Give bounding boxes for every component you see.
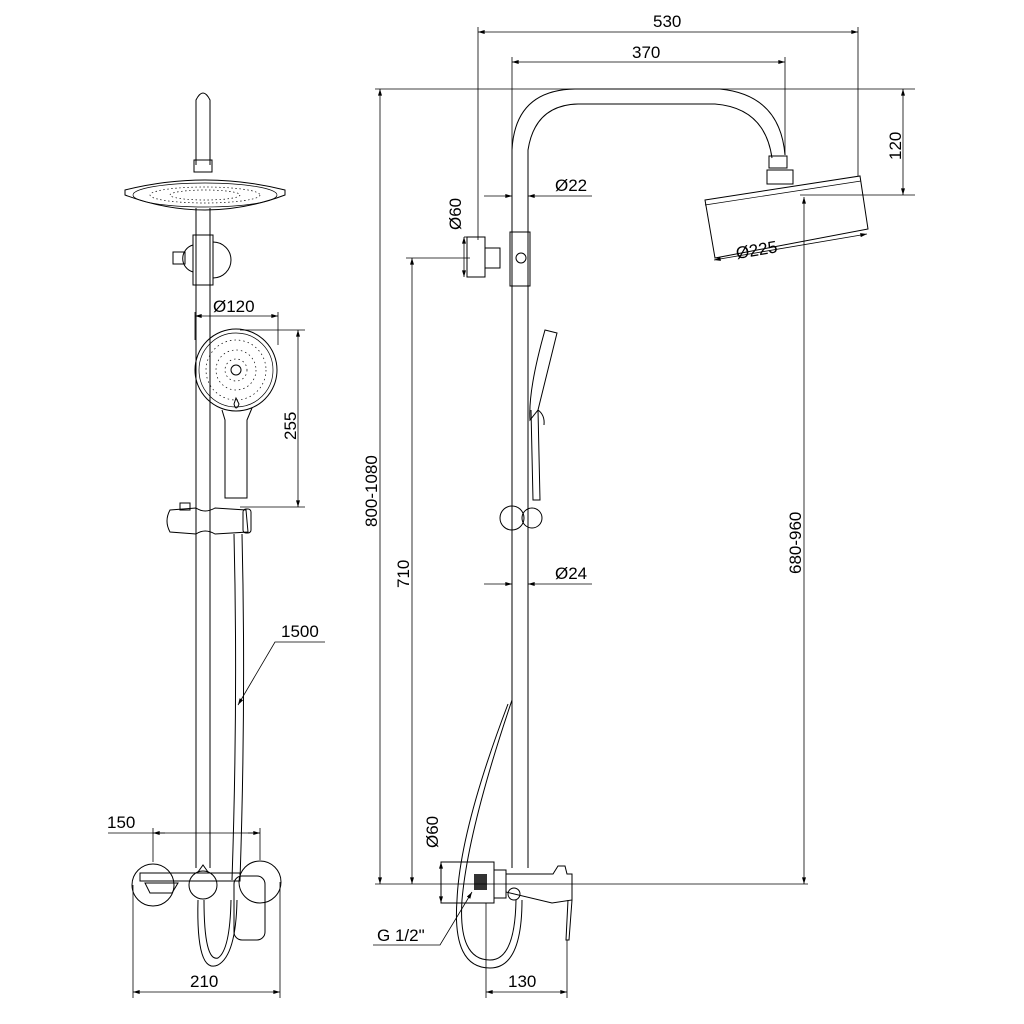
dim-label: 120 xyxy=(886,132,905,160)
dim-label: 800-1080 xyxy=(362,455,381,527)
dim-label: Ø120 xyxy=(213,297,255,316)
dim-mixer-width: 210 xyxy=(132,882,281,998)
dim-label: 680-960 xyxy=(786,512,805,574)
rain-shower-head-side xyxy=(704,175,869,259)
dim-wall-bracket-diameter: Ø60 xyxy=(446,198,467,277)
dim-arm-reach: 370 xyxy=(511,43,786,155)
dim-hand-shower-length: 255 xyxy=(240,329,305,508)
dim-mixer-flange-diameter: Ø60 xyxy=(423,816,443,903)
dim-inlet-spacing: 150 xyxy=(107,813,261,862)
rain-shower-head-front xyxy=(124,179,286,211)
wall-bracket-front xyxy=(172,234,232,286)
side-view: 530 370 120 Ø22 Ø60 Ø225 xyxy=(362,12,915,998)
mixer-front xyxy=(131,860,282,967)
dim-hose-length: 1500 xyxy=(237,622,325,706)
dim-pipe-diameter-top: Ø22 xyxy=(484,176,592,198)
head-connector xyxy=(766,155,794,185)
dim-thread: G 1/2" xyxy=(373,891,473,946)
dim-label: Ø60 xyxy=(446,198,465,230)
dim-label: 255 xyxy=(281,412,300,440)
dim-label: 1500 xyxy=(281,622,319,641)
dim-head-diameter: Ø225 xyxy=(713,233,868,263)
riser-pipe-front xyxy=(195,208,211,868)
dim-label: 210 xyxy=(190,972,218,991)
overhead-arm-riser xyxy=(193,92,213,173)
hose-front xyxy=(231,533,245,881)
dim-label: 130 xyxy=(508,972,536,991)
dim-total-width: 530 xyxy=(477,12,859,240)
dim-label: 530 xyxy=(653,12,681,31)
dim-hand-shower-diameter: Ø120 xyxy=(194,297,279,345)
wall-bracket-side xyxy=(466,231,531,287)
dim-label: Ø24 xyxy=(555,564,587,583)
hand-shower-front xyxy=(194,328,278,499)
slider-side xyxy=(499,505,543,531)
mixer-side xyxy=(440,861,573,941)
dim-pipe-diameter-bottom: Ø24 xyxy=(484,564,592,586)
dim-label: 150 xyxy=(107,813,135,832)
slider-front xyxy=(166,502,252,535)
thread-hatch xyxy=(474,874,487,890)
hand-shower-side xyxy=(529,329,558,501)
dim-label: Ø225 xyxy=(735,237,779,263)
dim-label: Ø60 xyxy=(423,816,442,848)
dim-mixer-projection: 130 xyxy=(485,903,568,998)
dim-head-height: 680-960 xyxy=(786,197,806,884)
dim-label: 370 xyxy=(632,43,660,62)
dim-label: G 1/2" xyxy=(377,926,425,945)
dim-total-height: 800-1080 xyxy=(362,89,382,884)
riser-pipe-side xyxy=(511,88,786,868)
dim-label: Ø22 xyxy=(555,176,587,195)
front-view: Ø120 255 1500 150 210 xyxy=(107,92,325,998)
hose-side xyxy=(455,699,523,969)
dim-bracket-height: 710 xyxy=(394,257,470,884)
dim-head-drop: 120 xyxy=(375,88,915,196)
dim-label: 710 xyxy=(394,560,413,588)
